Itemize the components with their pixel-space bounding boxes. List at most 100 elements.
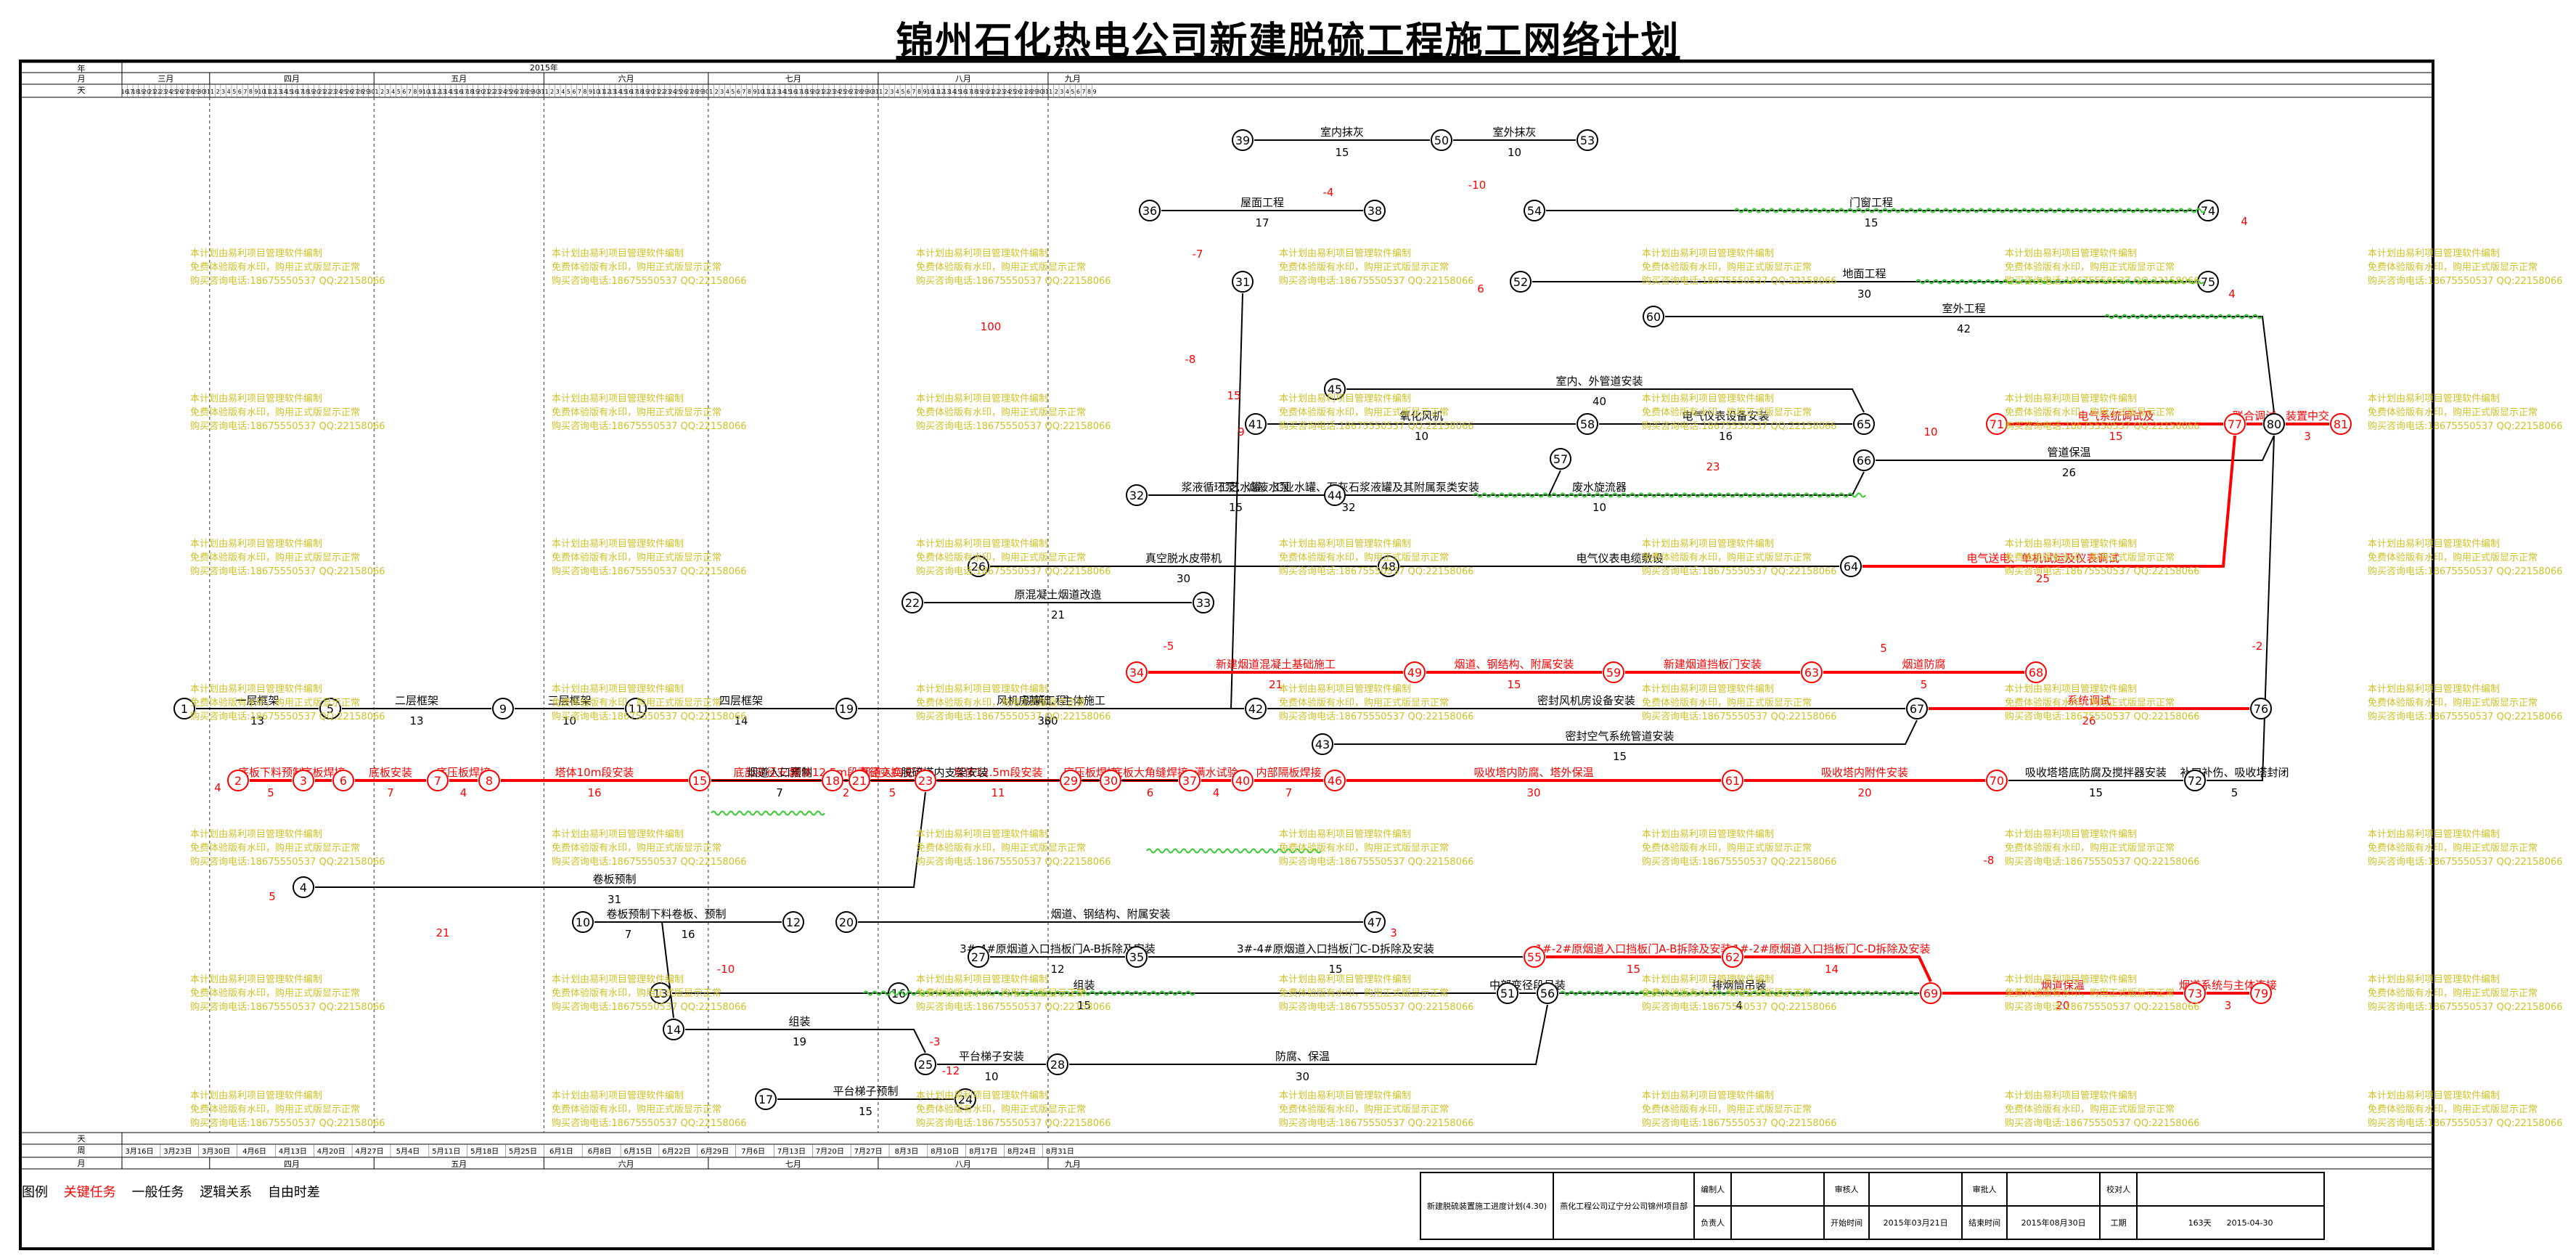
event-node <box>1245 698 1267 719</box>
chart-frame <box>19 60 2434 1250</box>
activity-duration: 30 <box>1044 714 1058 727</box>
day-number: 7 <box>243 89 247 95</box>
event-node <box>427 770 449 791</box>
event-node <box>1232 770 1254 791</box>
event-node-number: 17 <box>759 1093 773 1106</box>
event-node <box>915 1053 936 1075</box>
activity-label: 下料卷板、预制 <box>650 908 726 921</box>
watermark-line: 本计划由易利项目管理软件编制 <box>916 1090 1049 1101</box>
day-number: 18 <box>636 89 643 95</box>
event-node-number: 49 <box>1407 666 1422 680</box>
activity-duration: 31 <box>608 893 621 906</box>
week-date: 8月24日 <box>1007 1147 1036 1156</box>
print-date: 2015-04-30 <box>2226 1218 2273 1228</box>
day-number: 5 <box>232 89 236 95</box>
event-node <box>1126 484 1148 506</box>
watermark-line: 免费体验版有水印，购用正式版显示正常 <box>552 988 722 999</box>
watermark-line: 免费体验版有水印，购用正式版显示正常 <box>916 698 1087 709</box>
watermark-line: 购买咨询电话:18675550537 QQ:22158066 <box>2005 711 2200 722</box>
event-node-number: 25 <box>918 1058 933 1072</box>
activity-label: 组装 <box>788 1015 810 1028</box>
activity-arrow <box>1876 435 2275 461</box>
event-node <box>915 770 936 791</box>
watermark-line: 购买咨询电话:18675550537 QQ:22158066 <box>190 566 385 577</box>
event-node <box>1312 733 1333 755</box>
day-number: 4 <box>896 89 899 95</box>
watermark-line: 免费体验版有水印，购用正式版显示正常 <box>552 552 722 563</box>
event-node-number: 21 <box>852 774 867 788</box>
activity-duration: 15 <box>1229 501 1243 514</box>
activity-label: 氧化风机 <box>1399 409 1443 423</box>
lag-label: 4 <box>2241 215 2248 228</box>
lag-label: 4 <box>2228 288 2236 301</box>
activity-duration: 30 <box>1526 786 1540 799</box>
event-node <box>2250 698 2272 719</box>
day-number: 23 <box>828 89 835 95</box>
watermark-line: 本计划由易利项目管理软件编制 <box>552 1090 684 1101</box>
watermark-line: 购买咨询电话:18675550537 QQ:22158066 <box>190 421 385 432</box>
activity-duration: 15 <box>1864 216 1878 229</box>
event-node <box>954 1088 976 1110</box>
event-node <box>1840 555 1862 577</box>
day-number: 15 <box>285 89 293 95</box>
watermark-line: 本计划由易利项目管理软件编制 <box>552 248 684 259</box>
week-date: 6月8日 <box>588 1147 612 1156</box>
lag-label: -12 <box>942 1064 960 1077</box>
activity-label: 室内抹灰 <box>1320 126 1364 139</box>
watermark: 本计划由易利项目管理软件编制免费体验版有水印，购用正式版显示正常购买咨询电话:1… <box>190 828 385 869</box>
lag-label: -10 <box>717 963 735 976</box>
day-number: 18 <box>132 89 139 95</box>
day-number: 20 <box>477 89 484 95</box>
duration-value: 163天 2015-04-30 <box>2136 1205 2326 1240</box>
activity-duration: 21 <box>1051 608 1065 621</box>
watermark-line: 免费体验版有水印，购用正式版显示正常 <box>2368 698 2538 709</box>
watermark-line: 免费体验版有水印，购用正式版显示正常 <box>1279 843 1449 854</box>
day-number: 23 <box>160 89 167 95</box>
event-node-number: 37 <box>1182 774 1197 788</box>
watermark-line: 本计划由易利项目管理软件编制 <box>2005 1090 2138 1101</box>
event-node <box>1986 770 2008 791</box>
event-node <box>663 1019 684 1040</box>
watermark-line: 本计划由易利项目管理软件编制 <box>552 539 684 550</box>
event-node <box>1324 770 1346 791</box>
activity-label: 装置中交 <box>2286 409 2329 423</box>
event-node <box>227 770 249 791</box>
event-node-number: 68 <box>2029 666 2043 680</box>
watermark-line: 购买咨询电话:18675550537 QQ:22158066 <box>552 566 747 577</box>
activity-duration: 16 <box>587 786 601 799</box>
activity-duration: 15 <box>1335 146 1349 159</box>
day-number: 29 <box>192 89 200 95</box>
event-node-number: 29 <box>1063 774 1078 788</box>
activity-label: 浆液循环泵、滤液水泵 <box>1181 481 1290 494</box>
day-number: 11 <box>263 89 271 95</box>
week-date: 5月4日 <box>396 1147 420 1156</box>
day-number: 31 <box>872 89 879 95</box>
event-node-number: 26 <box>971 560 986 574</box>
day-number: 1 <box>709 89 713 95</box>
watermark: 本计划由易利项目管理软件编制免费体验版有水印，购用正式版显示正常购买咨询电话:1… <box>1279 247 1474 288</box>
watermark: 本计划由易利项目管理软件编制免费体验版有水印，购用正式版显示正常购买咨询电话:1… <box>190 973 385 1014</box>
watermark-line: 免费体验版有水印，购用正式版显示正常 <box>2368 988 2538 999</box>
activity-duration: 15 <box>1328 963 1342 976</box>
watermark-line: 本计划由易利项目管理软件编制 <box>2005 393 2138 404</box>
activity-duration: 15 <box>1077 999 1091 1012</box>
lag-label: -8 <box>1185 353 1196 366</box>
day-number: 6 <box>907 89 910 95</box>
day-number: 18 <box>302 89 309 95</box>
activity-label: 底板下料预制 <box>238 766 303 779</box>
activity-label: 烟道入口预制 <box>747 766 812 779</box>
watermark-line: 购买咨询电话:18675550537 QQ:22158066 <box>916 566 1111 577</box>
day-number: 16 <box>625 89 632 95</box>
activity-label: 烟道、钢结构、附属安装 <box>1454 658 1574 671</box>
day-number: 26 <box>345 89 353 95</box>
watermark-line: 本计划由易利项目管理软件编制 <box>190 248 323 259</box>
day-number: 31 <box>537 89 544 95</box>
watermark-line: 购买咨询电话:18675550537 QQ:22158066 <box>1279 421 1474 432</box>
event-node-number: 2 <box>234 774 242 788</box>
day-number: 17 <box>795 89 802 95</box>
day-number: 28 <box>691 89 698 95</box>
day-number: 24 <box>165 89 172 95</box>
info-box: 新建脱硫装置施工进度计划(4.30) 燕化工程公司辽宁分公司锦州项目部 编制人 … <box>1419 1172 2326 1240</box>
activity-duration: 10 <box>563 714 576 727</box>
watermark-line: 购买咨询电话:18675550537 QQ:22158066 <box>2368 1002 2563 1013</box>
